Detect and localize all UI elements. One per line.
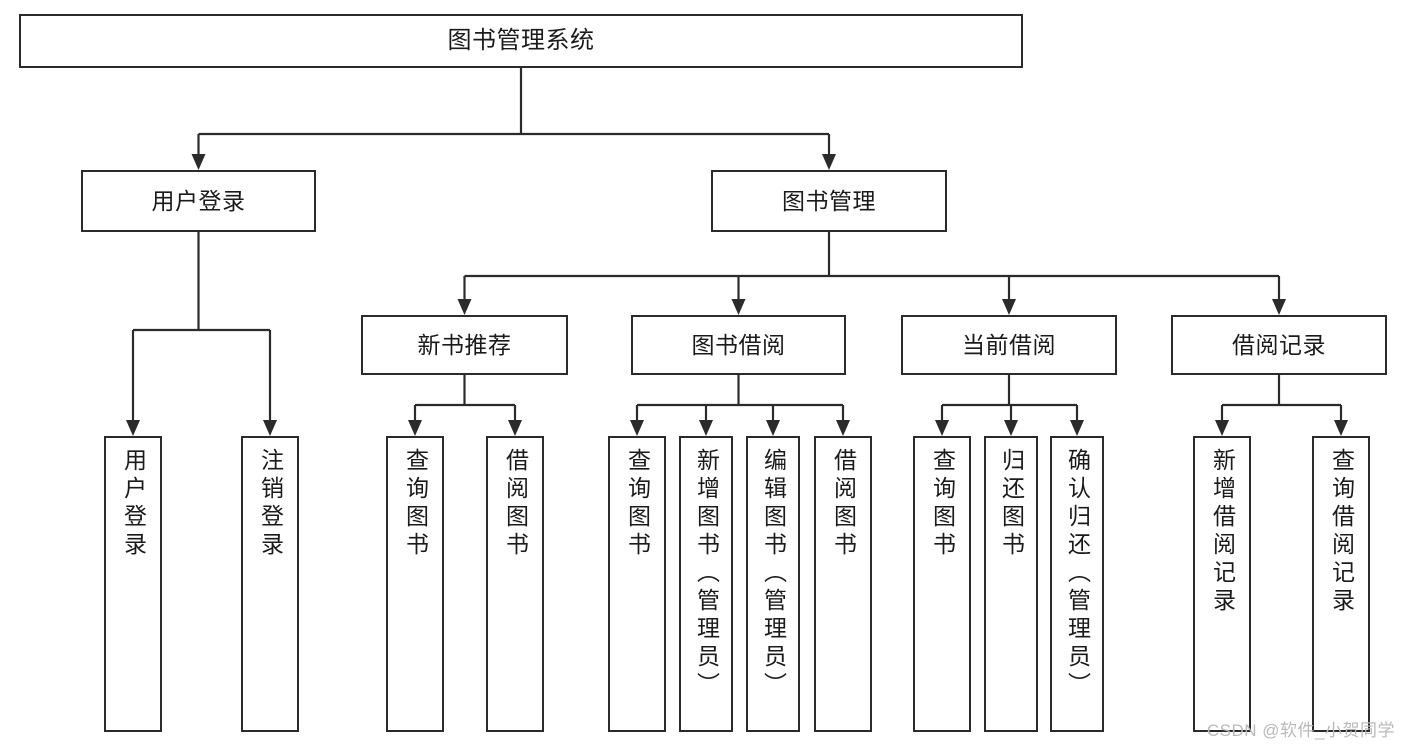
arrowhead-bookmgmt bbox=[822, 154, 836, 170]
node-label: 图书管理 bbox=[782, 187, 876, 214]
node-root[interactable]: 图书管理系统 bbox=[19, 14, 1023, 68]
arrowhead-l_query3 bbox=[935, 420, 949, 436]
node-l_borrow1[interactable]: 借阅图书 bbox=[486, 436, 544, 732]
node-label: 新增借阅记录 bbox=[1209, 448, 1236, 616]
node-label: 归还图书 bbox=[998, 448, 1025, 560]
arrowhead-login bbox=[191, 154, 206, 170]
arrowhead-l_queryrec bbox=[1334, 420, 1348, 436]
arrowhead-l_login bbox=[126, 420, 140, 436]
node-l_query3[interactable]: 查询图书 bbox=[913, 436, 971, 732]
arrowhead-l_add bbox=[699, 420, 713, 436]
node-login[interactable]: 用户登录 bbox=[81, 170, 316, 232]
arrowhead-borrow bbox=[731, 299, 746, 315]
arrowhead-current bbox=[1002, 299, 1016, 315]
node-l_login[interactable]: 用户登录 bbox=[104, 436, 162, 732]
node-l_edit[interactable]: 编辑图书（管理员） bbox=[746, 436, 800, 732]
arrowhead-l_return bbox=[1004, 420, 1018, 436]
node-l_confirm[interactable]: 确认归还（管理员） bbox=[1050, 436, 1104, 732]
node-label: 新书推荐 bbox=[417, 331, 512, 358]
node-l_query2[interactable]: 查询图书 bbox=[608, 436, 666, 732]
arrowhead-newbook bbox=[457, 299, 472, 315]
arrowhead-l_query2 bbox=[630, 420, 644, 436]
node-records[interactable]: 借阅记录 bbox=[1171, 315, 1387, 375]
node-l_borrow2[interactable]: 借阅图书 bbox=[814, 436, 872, 732]
arrowhead-records bbox=[1272, 299, 1286, 315]
node-label: 图书管理系统 bbox=[447, 27, 595, 55]
node-label: 借阅图书 bbox=[830, 448, 857, 560]
node-label: 新增图书（管理员） bbox=[693, 448, 720, 700]
arrowhead-l_borrow2 bbox=[836, 420, 850, 436]
node-label: 查询借阅记录 bbox=[1328, 448, 1355, 616]
node-borrow[interactable]: 图书借阅 bbox=[631, 315, 846, 375]
node-l_queryrec[interactable]: 查询借阅记录 bbox=[1312, 436, 1370, 732]
node-l_logout[interactable]: 注销登录 bbox=[241, 436, 299, 732]
node-label: 查询图书 bbox=[929, 448, 956, 560]
node-bookmgmt[interactable]: 图书管理 bbox=[711, 170, 947, 232]
node-label: 借阅图书 bbox=[502, 448, 529, 560]
node-label: 用户登录 bbox=[151, 187, 246, 214]
arrowhead-l_addrec bbox=[1215, 420, 1229, 436]
node-label: 借阅记录 bbox=[1232, 331, 1326, 358]
node-label: 查询图书 bbox=[624, 448, 651, 560]
node-l_query1[interactable]: 查询图书 bbox=[386, 436, 444, 732]
node-label: 用户登录 bbox=[120, 448, 147, 560]
node-label: 图书借阅 bbox=[691, 331, 786, 358]
node-label: 确认归还（管理员） bbox=[1064, 448, 1091, 700]
arrowhead-l_borrow1 bbox=[508, 420, 522, 436]
node-l_return[interactable]: 归还图书 bbox=[984, 436, 1038, 732]
node-l_add[interactable]: 新增图书（管理员） bbox=[679, 436, 733, 732]
node-l_addrec[interactable]: 新增借阅记录 bbox=[1193, 436, 1251, 732]
node-label: 当前借阅 bbox=[962, 331, 1056, 358]
watermark: CSDN @软件_小贺同学 bbox=[1206, 721, 1395, 740]
arrowhead-l_confirm bbox=[1070, 420, 1084, 436]
arrowhead-l_logout bbox=[263, 420, 277, 436]
arrowhead-l_edit bbox=[766, 420, 780, 436]
arrowhead-l_query1 bbox=[408, 420, 422, 436]
node-current[interactable]: 当前借阅 bbox=[901, 315, 1117, 375]
node-label: 注销登录 bbox=[257, 448, 284, 560]
node-newbook[interactable]: 新书推荐 bbox=[361, 315, 568, 375]
node-label: 查询图书 bbox=[402, 448, 429, 560]
node-label: 编辑图书（管理员） bbox=[760, 448, 787, 700]
